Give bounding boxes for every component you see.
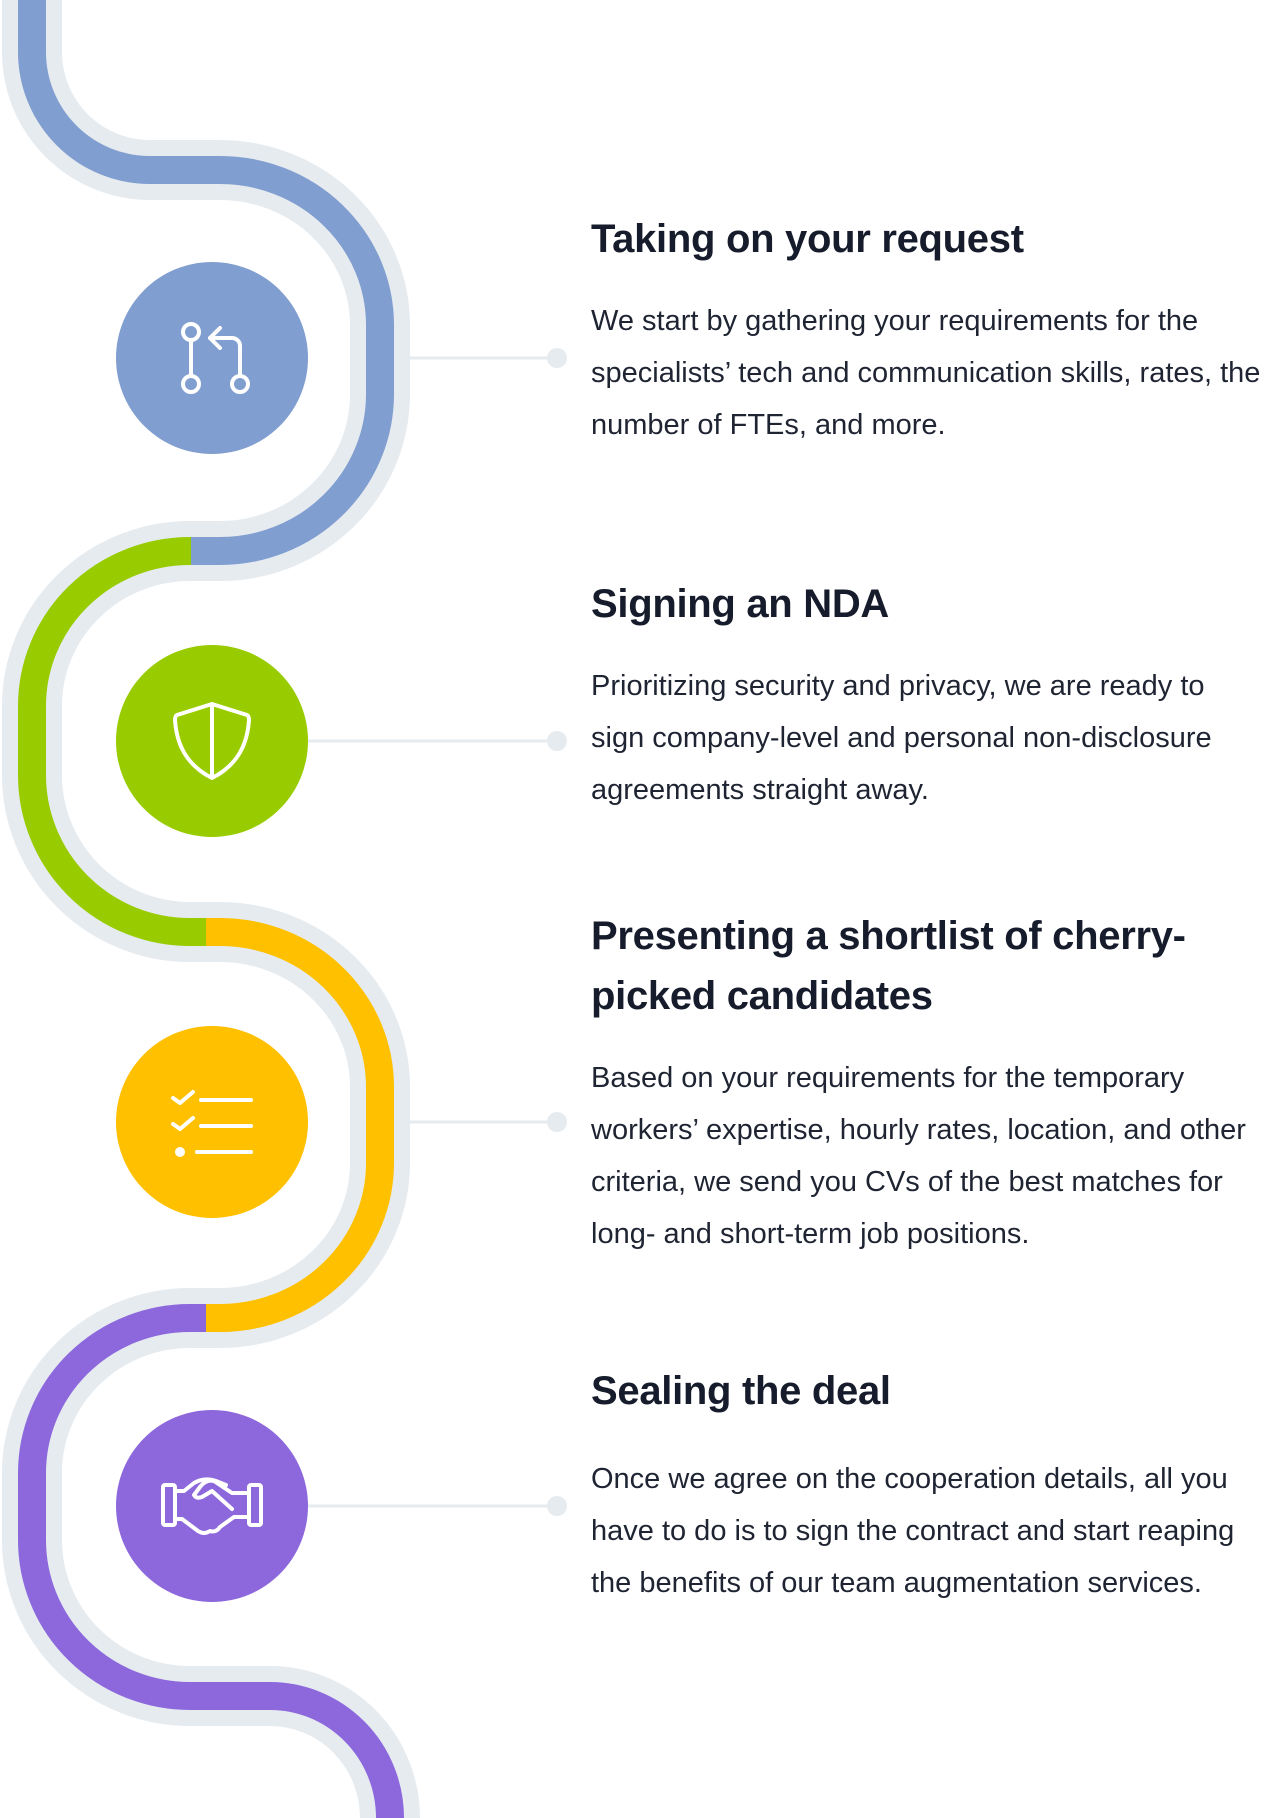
step-title: Signing an NDA [591,582,890,626]
checklist-icon [171,1090,253,1157]
step-1-icon-circle [116,262,308,454]
track-segment-yellow [206,918,394,1332]
track-segment-blue [18,0,394,565]
step-2: Signing an NDA Prioritizing security and… [591,574,1261,816]
step-title: Sealing the deal [591,1369,891,1413]
step-title: Presenting a shortlist of cherry-picked … [591,914,1186,1018]
step-description: We start by gathering your requirements … [591,305,1261,441]
track-segment-green [18,537,206,946]
connector-dot [547,348,567,368]
step-3: Presenting a shortlist of cherry-picked … [591,906,1261,1260]
step-4-icon-circle [116,1410,308,1602]
step-4: Sealing the deal Once we agree on the co… [591,1361,1261,1609]
git-pull-request-icon [181,322,250,394]
step-3-icon-circle [116,1026,308,1218]
connector-dot [547,1496,567,1516]
step-description: Once we agree on the cooperation details… [591,1463,1235,1599]
step-title: Taking on your request [591,217,1024,261]
step-description: Based on your requirements for the tempo… [591,1062,1246,1250]
connector-dot [547,731,567,751]
step-1: Taking on your request We start by gathe… [591,209,1261,451]
step-2-icon-circle [116,645,308,837]
step-description: Prioritizing security and privacy, we ar… [591,670,1212,806]
shield-icon [173,702,251,780]
connector-dot [547,1112,567,1132]
track-segment-purple [18,1304,404,1818]
handshake-icon [161,1477,263,1535]
